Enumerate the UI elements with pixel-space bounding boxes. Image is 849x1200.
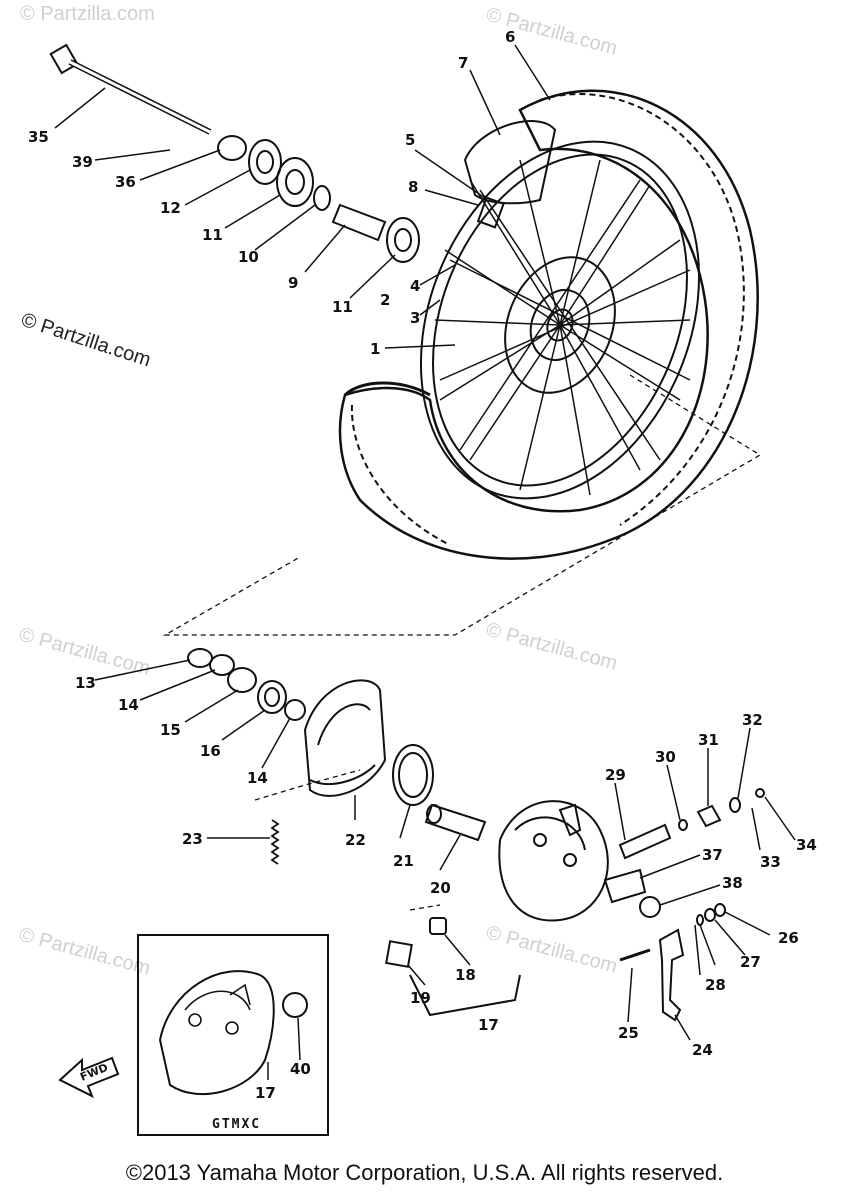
- callout-11a: 11: [202, 226, 223, 244]
- callout-37: 37: [702, 846, 723, 864]
- callout-1: 1: [370, 340, 380, 358]
- rim-band: [476, 196, 505, 229]
- callout-21: 21: [393, 852, 414, 870]
- callout-22: 22: [345, 831, 366, 849]
- callout-28: 28: [705, 976, 726, 994]
- tire: [338, 89, 759, 560]
- callout-32: 32: [742, 711, 763, 729]
- callout-14b: 14: [247, 769, 268, 787]
- callout-17b: 17: [255, 1084, 276, 1102]
- axle: [49, 43, 79, 75]
- indicator-plate: [385, 940, 413, 968]
- bearing: [276, 157, 314, 207]
- callout-8: 8: [408, 178, 418, 196]
- spacer: [331, 203, 387, 242]
- brake-assembly: [187, 648, 765, 1022]
- callout-5: 5: [405, 131, 415, 149]
- brake-spring: [270, 819, 280, 865]
- callout-20: 20: [430, 879, 451, 897]
- callout-17a: 17: [478, 1016, 499, 1034]
- axle-group: [49, 43, 420, 263]
- callout-27: 27: [740, 953, 761, 971]
- oil-seal: [257, 680, 287, 714]
- callout-12: 12: [160, 199, 181, 217]
- watermark-faint: © Partzilla.com: [484, 922, 620, 978]
- copyright-notice: ©2013 Yamaha Motor Corporation, U.S.A. A…: [125, 1160, 724, 1185]
- inset-bushing: [282, 992, 308, 1018]
- callout-6: 6: [505, 28, 515, 46]
- watermark-faint: © Partzilla.com: [20, 3, 155, 25]
- wheel-assembly: [338, 89, 759, 560]
- callout-26: 26: [778, 929, 799, 947]
- cable-adjuster: [618, 823, 672, 860]
- lever-bolt: [619, 948, 651, 962]
- callout-10: 10: [238, 248, 259, 266]
- callout-16: 16: [200, 742, 221, 760]
- axle-collar: [217, 135, 247, 161]
- collar: [603, 868, 647, 904]
- callout-13: 13: [75, 674, 96, 692]
- brake-shoe: [303, 679, 387, 797]
- spacer-flange: [313, 185, 331, 211]
- callout-33: 33: [760, 853, 781, 871]
- callout-9: 9: [288, 274, 298, 292]
- bearing-right: [386, 217, 420, 263]
- guide-lines: [162, 374, 762, 911]
- bearing-outer: [248, 139, 282, 185]
- seal-washer: [227, 667, 257, 693]
- callout-24: 24: [692, 1041, 713, 1059]
- callout-4: 4: [410, 277, 420, 295]
- callout-14a: 14: [118, 696, 139, 714]
- callout-18: 18: [455, 966, 476, 984]
- callout-3: 3: [410, 309, 420, 327]
- callout-40: 40: [290, 1060, 311, 1078]
- bushing: [639, 896, 661, 918]
- faint-watermarks: © Partzilla.com © Partzilla.com © Partzi…: [17, 3, 620, 980]
- tube: [463, 120, 557, 205]
- inset-label: GTMXC: [212, 1117, 261, 1132]
- brake-plate: [498, 800, 609, 922]
- dust-seal: [392, 744, 434, 806]
- watermark-faint: © Partzilla.com: [484, 619, 620, 675]
- callout-34: 34: [796, 836, 817, 854]
- snap-ring: [187, 648, 213, 668]
- cam-lever: [658, 928, 685, 1022]
- watermark-faint: © Partzilla.com: [17, 624, 153, 680]
- callout-2: 2: [380, 291, 390, 309]
- callout-19: 19: [410, 989, 431, 1007]
- rim: [419, 140, 701, 500]
- pin: [429, 917, 447, 935]
- callout-29: 29: [605, 766, 626, 784]
- callout-30: 30: [655, 748, 676, 766]
- callout-35: 35: [28, 128, 49, 146]
- callout-38: 38: [722, 874, 743, 892]
- watermark-faint: © Partzilla.com: [17, 924, 153, 980]
- adjuster-nut: [696, 804, 722, 828]
- callout-25: 25: [618, 1024, 639, 1042]
- fwd-arrow: FWD: [58, 1056, 120, 1099]
- callout-15: 15: [160, 721, 181, 739]
- callout-23: 23: [182, 830, 203, 848]
- leader-lines: [54, 44, 796, 1080]
- inset-gtmxc: GTMXC: [137, 934, 329, 1136]
- tire-section: [343, 381, 431, 397]
- callout-39: 39: [72, 153, 93, 171]
- callout-11b: 11: [332, 298, 353, 316]
- watermark-main: © Partzilla.com: [18, 309, 153, 372]
- callout-31: 31: [698, 731, 719, 749]
- callouts: 35 39 36 12 11 10 9 11 2 4 3 1 5 8 7 6 1…: [28, 28, 817, 1102]
- callout-36: 36: [115, 173, 136, 191]
- callout-7: 7: [458, 54, 468, 72]
